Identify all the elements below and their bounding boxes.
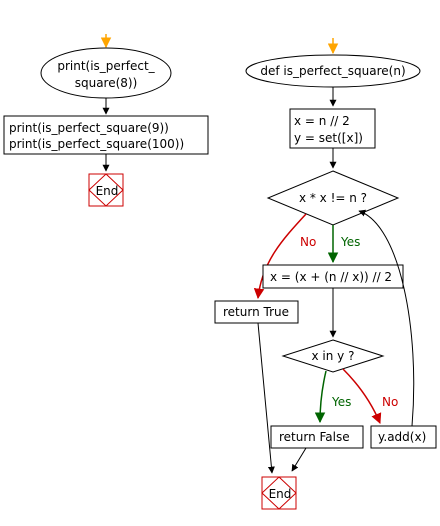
right-add-label: y.add(x) xyxy=(378,430,426,444)
right-init-line-1: x = n // 2 xyxy=(294,114,350,128)
right-return-false-box xyxy=(270,425,364,449)
right-update-label: x = (x + (n // x)) // 2 xyxy=(270,270,392,284)
left-start-line-2: square(8)) xyxy=(75,76,138,90)
right-return-true-box xyxy=(214,300,299,324)
right-end-node: End xyxy=(261,476,297,510)
right-loop-yes-label: Yes xyxy=(340,235,360,249)
right-edge-return-false-to-end xyxy=(291,447,307,472)
left-start-line-1: print(is_perfect_ xyxy=(57,59,155,73)
right-edge-add-loopback xyxy=(358,209,415,427)
right-end-label: End xyxy=(269,487,292,501)
left-end-label: End xyxy=(96,184,119,198)
right-membership-decision xyxy=(281,339,385,373)
right-edge-membership-no xyxy=(342,368,382,424)
right-add-box xyxy=(370,425,437,449)
right-edge-membership-yes xyxy=(314,370,327,424)
left-start-ellipse xyxy=(40,47,172,99)
left-print-line-1: print(is_perfect_square(9)) xyxy=(9,121,169,135)
right-def-label: def is_perfect_square(n) xyxy=(260,64,405,78)
right-membership-no-label: No xyxy=(382,395,398,409)
right-edge-return-true-to-end xyxy=(257,322,275,474)
left-print-box xyxy=(3,115,209,155)
left-end-node: End xyxy=(88,173,124,207)
right-membership-yes-label: Yes xyxy=(331,395,351,409)
right-return-false-label: return False xyxy=(279,430,350,444)
right-loop-cond-label: x * x != n ? xyxy=(299,191,367,205)
left-print-line-2: print(is_perfect_square(100)) xyxy=(9,137,184,151)
right-return-true-label: return True xyxy=(223,305,289,319)
right-edge-loop-no xyxy=(253,213,307,300)
right-membership-cond-label: x in y ? xyxy=(312,349,355,363)
right-loop-no-label: No xyxy=(300,235,316,249)
right-init-line-2: y = set([x]) xyxy=(294,131,363,145)
